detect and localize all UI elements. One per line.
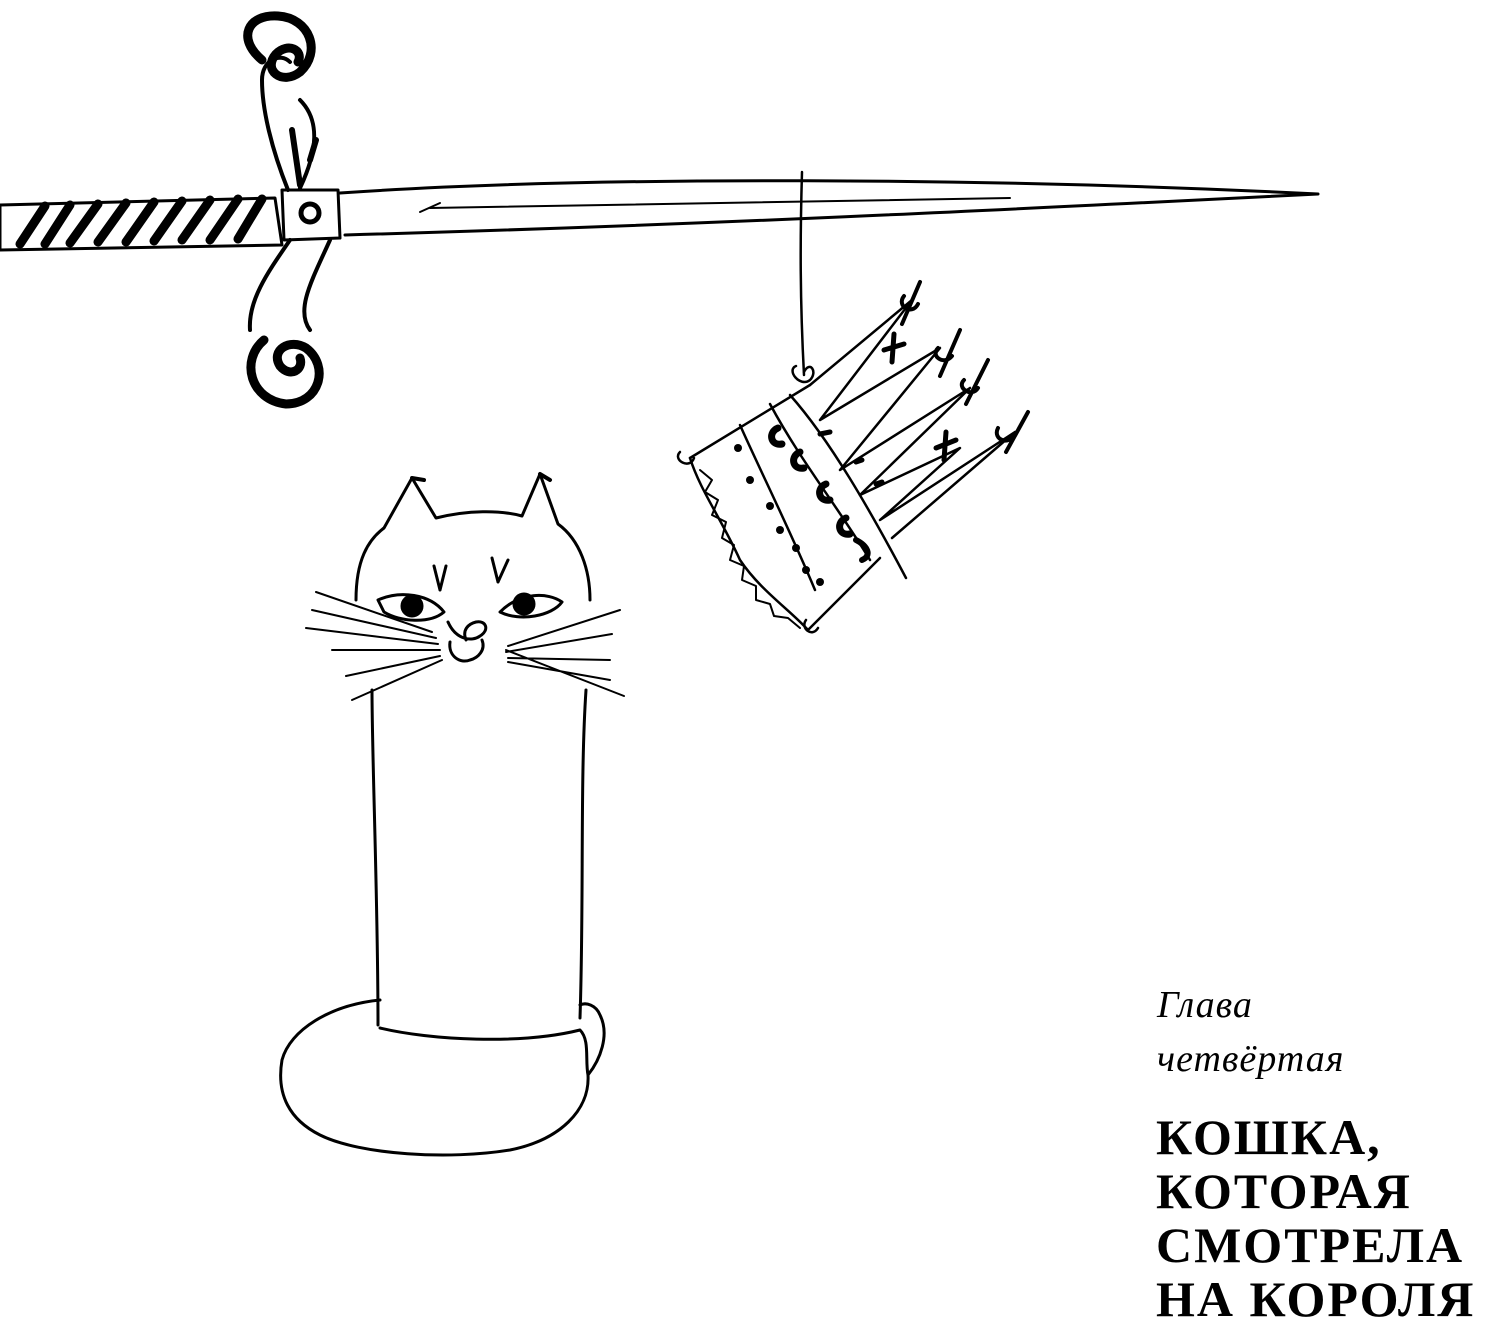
- chapter-label: Глава четвёртая: [1157, 978, 1344, 1086]
- chapter-title-line-2: КОТОРАЯ: [1156, 1163, 1412, 1219]
- chapter-number: четвёртая: [1157, 1038, 1345, 1080]
- cat-illustration: [279, 472, 625, 1157]
- chapter-title-line-4: НА КОРОЛЯ: [1156, 1271, 1476, 1327]
- chapter-word: Глава: [1157, 984, 1253, 1026]
- sword-illustration: [0, 11, 1320, 409]
- crown-illustration: [676, 170, 1030, 634]
- chapter-title-line-1: КОШКА,: [1156, 1109, 1382, 1165]
- chapter-title-line-3: СМОТРЕЛА: [1156, 1217, 1465, 1273]
- chapter-title: КОШКА, КОТОРАЯ СМОТРЕЛА НА КОРОЛЯ: [1156, 1110, 1475, 1326]
